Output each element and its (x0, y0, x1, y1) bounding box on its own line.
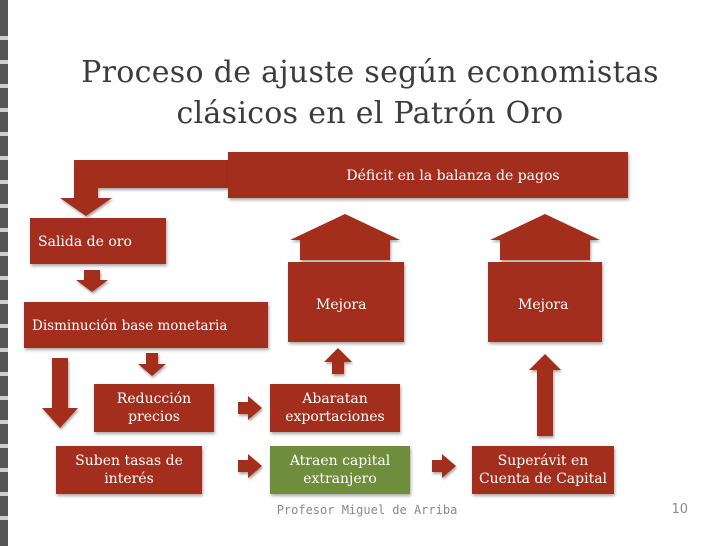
down-arrow-salida (76, 270, 108, 292)
box-reduccion-line2: precios (128, 409, 180, 425)
up-arrow-right-large (490, 214, 600, 260)
box-deficit-label: Déficit en la balanza de pagos (346, 168, 560, 184)
box-superavit: Superávit en Cuenta de Capital (472, 446, 614, 494)
box-abaratan-exportaciones: Abaratan exportaciones (270, 384, 400, 432)
box-suben-line1: Suben tasas de (75, 453, 183, 469)
footer-author: Profesor Miguel de Arriba (276, 503, 458, 517)
bent-arrow-down-left (60, 160, 228, 216)
box-disminucion-label: Disminución base monetaria (32, 318, 228, 334)
box-abaratan-line1: Abaratan (302, 391, 368, 407)
title-line-2: clásicos en el Patrón Oro (176, 96, 564, 131)
box-mejora-left-label: Mejora (316, 297, 367, 313)
box-atraen-line2: extranjero (303, 471, 377, 487)
left-rail (0, 0, 8, 546)
up-arrow-left-large (290, 214, 400, 260)
box-salida-de-oro: Salida de oro (30, 218, 166, 264)
down-arrow-long (42, 358, 78, 428)
right-arrow-reduccion (238, 396, 262, 420)
box-superavit-line1: Superávit en (497, 453, 589, 469)
box-atraen-capital: Atraen capital extranjero (270, 446, 410, 494)
box-salida-label: Salida de oro (38, 234, 132, 250)
up-arrow-superavit (529, 354, 561, 436)
title-line-1: Proceso de ajuste según economistas (81, 55, 659, 90)
box-suben-tasas: Suben tasas de interés (56, 446, 202, 494)
box-mejora-right-label: Mejora (518, 297, 569, 313)
right-arrow-suben (238, 454, 262, 478)
up-arrow-abaratan (324, 348, 352, 374)
box-suben-line2: interés (104, 471, 154, 487)
right-arrow-atraen (432, 454, 456, 478)
box-mejora-right: Mejora (488, 262, 602, 342)
box-atraen-line1: Atraen capital (289, 453, 391, 469)
page-number: 10 (671, 502, 688, 517)
box-mejora-left: Mejora (288, 262, 404, 342)
box-superavit-line2: Cuenta de Capital (478, 471, 608, 487)
box-reduccion-line1: Reducción (116, 391, 192, 407)
box-abaratan-line2: exportaciones (285, 409, 385, 425)
box-deficit: Déficit en la balanza de pagos (228, 152, 628, 198)
box-reduccion-precios: Reducción precios (94, 384, 214, 432)
box-disminucion: Disminución base monetaria (24, 302, 268, 348)
slide-title: Proceso de ajuste según economistas clás… (40, 52, 700, 134)
down-arrow-reduccion (138, 353, 166, 376)
